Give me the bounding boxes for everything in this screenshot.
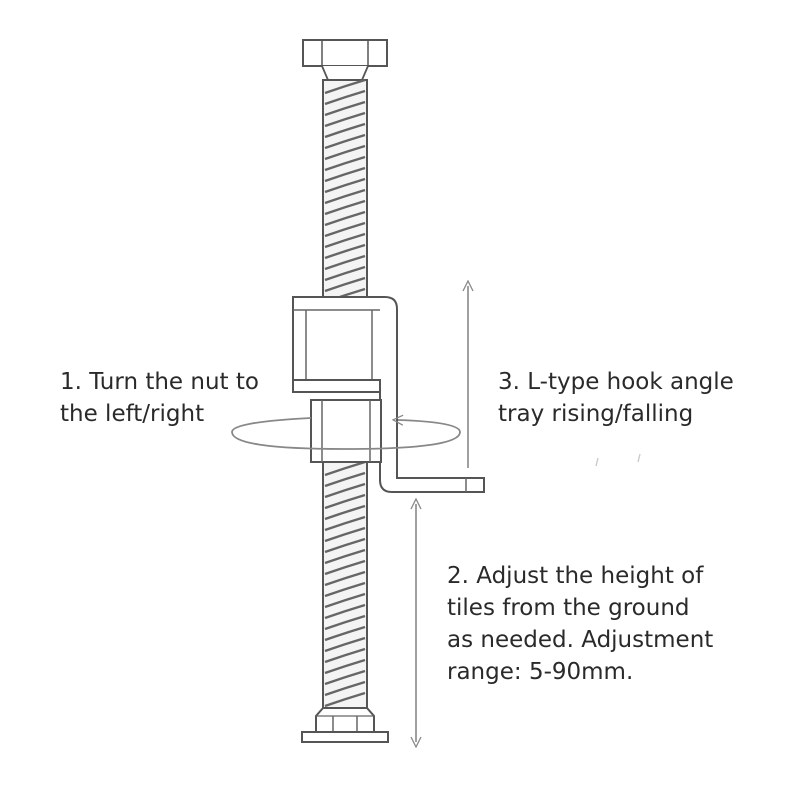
washer [292, 379, 381, 393]
threaded-rod-lower [322, 460, 368, 709]
thread-crest [324, 133, 366, 150]
thread-crest [324, 89, 366, 106]
annotation-hook-tray-line-2: tray rising/falling [498, 401, 694, 427]
thread-crest [324, 504, 366, 521]
annotation-hook-tray: 3. L-type hook angle tray rising/falling [498, 366, 734, 430]
thread-crest [324, 669, 366, 686]
thread-crest [324, 188, 366, 205]
annotation-adjust-height-line-1: 2. Adjust the height of [447, 563, 704, 589]
thread-crest [324, 625, 366, 642]
thread-crest [324, 603, 366, 620]
thread-crest [324, 471, 366, 488]
annotation-adjust-height-line-4: range: 5-90mm. [447, 659, 634, 685]
thread-crest [324, 482, 366, 499]
thread-crest [324, 243, 366, 260]
thread-crest [324, 122, 366, 139]
annotation-turn-nut: 1. Turn the nut to the left/right [60, 366, 259, 430]
thread-crest [324, 515, 366, 532]
thread-crest [324, 254, 366, 271]
thread-crest [324, 111, 366, 128]
thread-crest [324, 144, 366, 161]
thread-crest [324, 658, 366, 675]
annotation-adjust-height: 2. Adjust the height of tiles from the g… [447, 560, 713, 688]
annotation-adjust-height-line-3: as needed. Adjustment [447, 627, 714, 653]
adjusting-nut [310, 399, 382, 463]
thread-crest [324, 199, 366, 216]
thread-crest [324, 537, 366, 554]
thread-crest [324, 559, 366, 576]
thread-crest [324, 581, 366, 598]
l-type-hook-bracket [292, 296, 485, 493]
thread-crest [324, 647, 366, 664]
annotation-adjust-height-line-2: tiles from the ground [447, 595, 690, 621]
thread-crest [324, 155, 366, 172]
threaded-rod-upper [322, 78, 368, 304]
thread-crest [324, 221, 366, 238]
bolt-top-head [302, 39, 388, 81]
thread-crest [324, 636, 366, 653]
faint-specks [595, 453, 641, 467]
thread-crest [324, 177, 366, 194]
thread-crest [324, 570, 366, 587]
thread-crest [324, 210, 366, 227]
thread-crest [324, 548, 366, 565]
thread-crest [324, 680, 366, 697]
thread-crest [324, 493, 366, 510]
annotation-turn-nut-line-2: the left/right [60, 401, 205, 427]
thread-crest [324, 460, 366, 477]
thread-crest [324, 691, 366, 708]
annotation-turn-nut-line-1: 1. Turn the nut to [60, 369, 259, 395]
thread-crest [324, 166, 366, 183]
thread-crest [324, 592, 366, 609]
thread-crest [324, 232, 366, 249]
bolt-base-nut [301, 707, 389, 743]
rotation-arrow [231, 418, 461, 450]
thread-crest [324, 614, 366, 631]
thread-crest [324, 78, 366, 95]
thread-crest [324, 526, 366, 543]
thread-crest [324, 265, 366, 282]
thread-crest [324, 276, 366, 293]
thread-crest [324, 100, 366, 117]
annotation-hook-tray-line-1: 3. L-type hook angle [498, 369, 734, 395]
